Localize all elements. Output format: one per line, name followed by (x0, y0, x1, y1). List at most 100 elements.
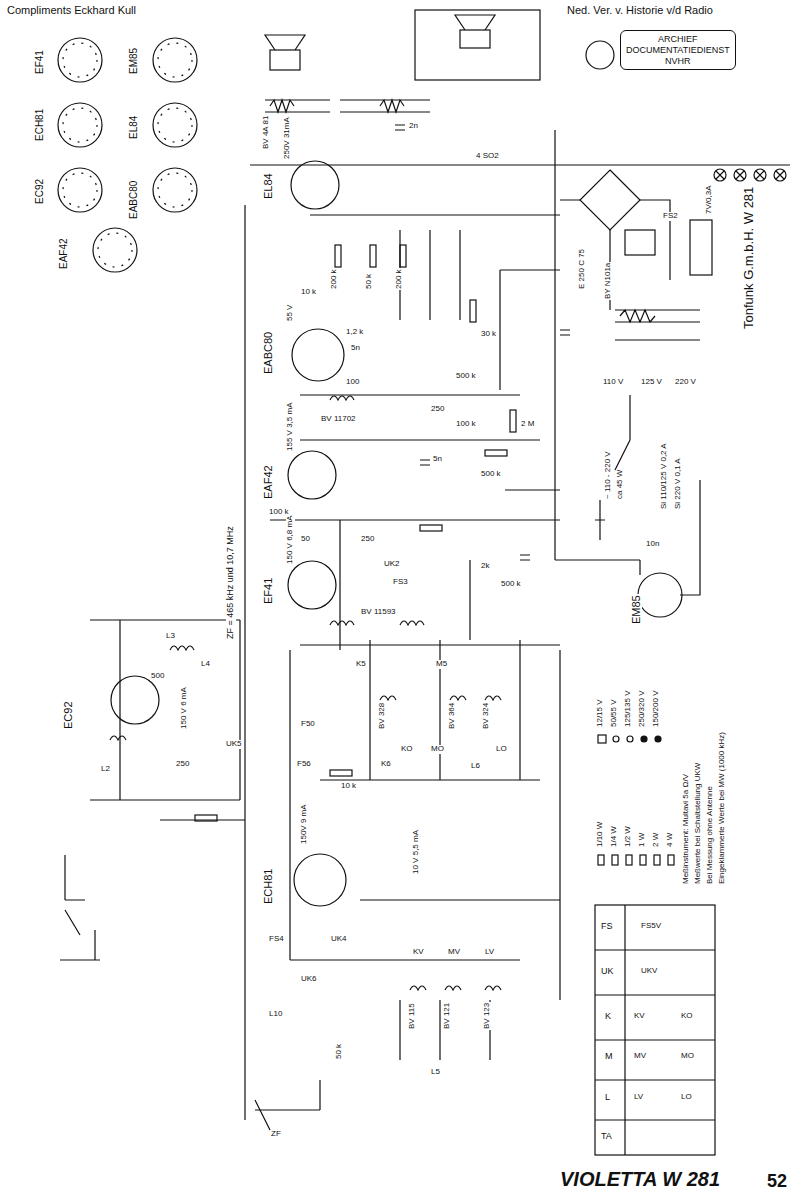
schematic-label: KV (633, 1012, 646, 1021)
schematic-label: MV (633, 1052, 647, 1061)
schematic-label: BV 123 (483, 1002, 492, 1030)
schematic-label: 50 k (335, 1043, 344, 1060)
schematic-label: Compliments Eckhard Kull (6, 4, 137, 16)
schematic-label: 7V/0,3A (705, 185, 714, 215)
schematic-label: ECH81 (34, 108, 45, 142)
schematic-label: BV 11702 (320, 415, 357, 424)
schematic-label: FS (600, 922, 614, 932)
schematic-label: ZF = 465 kHz und 10,7 MHz (226, 525, 236, 640)
schematic-label: BV 324 (482, 702, 491, 730)
schematic-label: 125/135 V (624, 690, 633, 728)
schematic-label: 12/15 V (596, 698, 605, 728)
schematic-label: 125 V (640, 378, 663, 387)
schematic-label: EC92 (62, 700, 74, 730)
schematic-label: 250V 31mA (283, 116, 292, 160)
schematic-label: Ned. Ver. v. Historie v/d Radio (566, 4, 714, 16)
schematic-label: 250/320 V (638, 690, 647, 728)
schematic-label: BV 121 (443, 1002, 452, 1030)
schematic-label: L10 (268, 1010, 283, 1019)
schematic-label: 4 SO2 (475, 152, 500, 161)
stamp-text: NVHR (626, 56, 730, 67)
schematic-label: MO (430, 745, 445, 754)
schematic-label: EF41 (34, 49, 45, 75)
schematic-label: 155 V 3,5 mA (286, 402, 295, 452)
schematic-label: UK5 (225, 740, 243, 749)
schematic-label: F50 (300, 720, 316, 729)
schematic-label: 30 k (480, 330, 497, 339)
schematic-label: 150 V 6,8 mA (286, 515, 295, 565)
schematic-label: MV (447, 948, 461, 957)
schematic-label: 2n (408, 122, 419, 131)
schematic-label: EABC80 (128, 180, 139, 220)
schematic-label: 1/2 W (624, 825, 633, 848)
schematic-label: 250 (175, 760, 190, 769)
diagram-title: VIOLETTA W 281 (560, 1168, 720, 1191)
schematic-label: 100 k (268, 508, 290, 517)
schematic-label: LO (495, 745, 508, 754)
schematic-label: BV 115 (408, 1002, 417, 1030)
schematic-label: 150 V 6 mA (180, 686, 189, 730)
schematic-label: 200 k (330, 268, 339, 290)
schematic-label: EABC80 (262, 331, 274, 375)
schematic-label: ECH81 (262, 868, 274, 905)
schematic-label: KO (400, 745, 414, 754)
schematic-label: 2 M (520, 420, 535, 429)
schematic-label: 250 (430, 405, 445, 414)
schematic-label: L2 (100, 765, 111, 774)
schematic-label: LV (484, 948, 495, 957)
schematic-label: K5 (355, 660, 367, 669)
schematic-label: 2k (480, 562, 490, 571)
schematic-label: 55 V (286, 304, 295, 322)
schematic-label: M (604, 1052, 614, 1062)
schematic-label: KO (680, 1012, 694, 1021)
schematic-label: BV 364 (448, 702, 457, 730)
schematic-label: EAF42 (58, 237, 69, 270)
schematic-label: EL84 (128, 115, 139, 140)
schematic-label: E 250 C 75 (578, 248, 587, 290)
schematic-label: Eingeklammerte Werte bei MW (1000 kHz) (718, 731, 727, 885)
stamp-text: DOCUMENTATIEDIENST (626, 45, 730, 56)
schematic-label: Si 220 V 0,1 A (674, 457, 683, 510)
schematic-label: KV (412, 948, 425, 957)
schematic-label: BV 11593 (360, 608, 397, 617)
schematic-label: Bei Messung ohne Antenne (706, 785, 715, 885)
schematic-label: 10 V 5,5 mA (412, 829, 421, 875)
schematic-label: ZF (270, 1130, 282, 1139)
schematic-label: LO (680, 1093, 693, 1102)
schematic-label: MO (680, 1052, 695, 1061)
schematic-label: L (604, 1093, 611, 1103)
schematic-label: 100 k (455, 420, 477, 429)
schematic-label: K (604, 1012, 612, 1022)
schematic-label: TA (600, 1132, 613, 1142)
schematic-label: 5n (350, 344, 361, 353)
archive-stamp: ARCHIEFDOCUMENTATIEDIENSTNVHR (620, 30, 736, 70)
schematic-label: 10 k (340, 782, 357, 791)
schematic-label: L5 (430, 1068, 441, 1077)
schematic-label: FS3 (392, 578, 409, 587)
schematic-label: 200 k (395, 268, 404, 290)
schematic-label: 50/55 V (610, 698, 619, 728)
schematic-label: Si 110/125 V 0,2 A (660, 442, 669, 510)
schematic-label: UK2 (383, 560, 401, 569)
schematic-label: LV (633, 1093, 644, 1102)
schematic-label: L6 (470, 762, 481, 771)
schematic-label: EL84 (262, 172, 274, 200)
schematic-label: 500 (150, 672, 165, 681)
schematic-label: FS2 (662, 212, 679, 221)
schematic-label: Tonfunk G.m.b.H. W 281 (742, 186, 756, 330)
schematic-label: BV 328 (378, 702, 387, 730)
schematic-label: Meßwerte bei Schaltstellung UKW (694, 762, 703, 885)
schematic-label: 250 (360, 535, 375, 544)
schematic-label: 5n (432, 455, 443, 464)
schematic-label: BV 4A 81 (262, 115, 271, 150)
schematic-label: 1 W (638, 832, 647, 848)
schematic-label: 150/200 V (652, 690, 661, 728)
schematic-label: 500 k (500, 580, 522, 589)
schematic-label: EC92 (34, 178, 45, 205)
schematic-label: 50 k (365, 273, 374, 290)
schematic-label: 220 V (674, 378, 697, 387)
schematic-label: 10 k (300, 288, 317, 297)
schematic-label: ~ 110 - 220 V (604, 450, 613, 500)
schematic-label: UK4 (330, 935, 348, 944)
schematic-label: FS5V (640, 922, 662, 931)
